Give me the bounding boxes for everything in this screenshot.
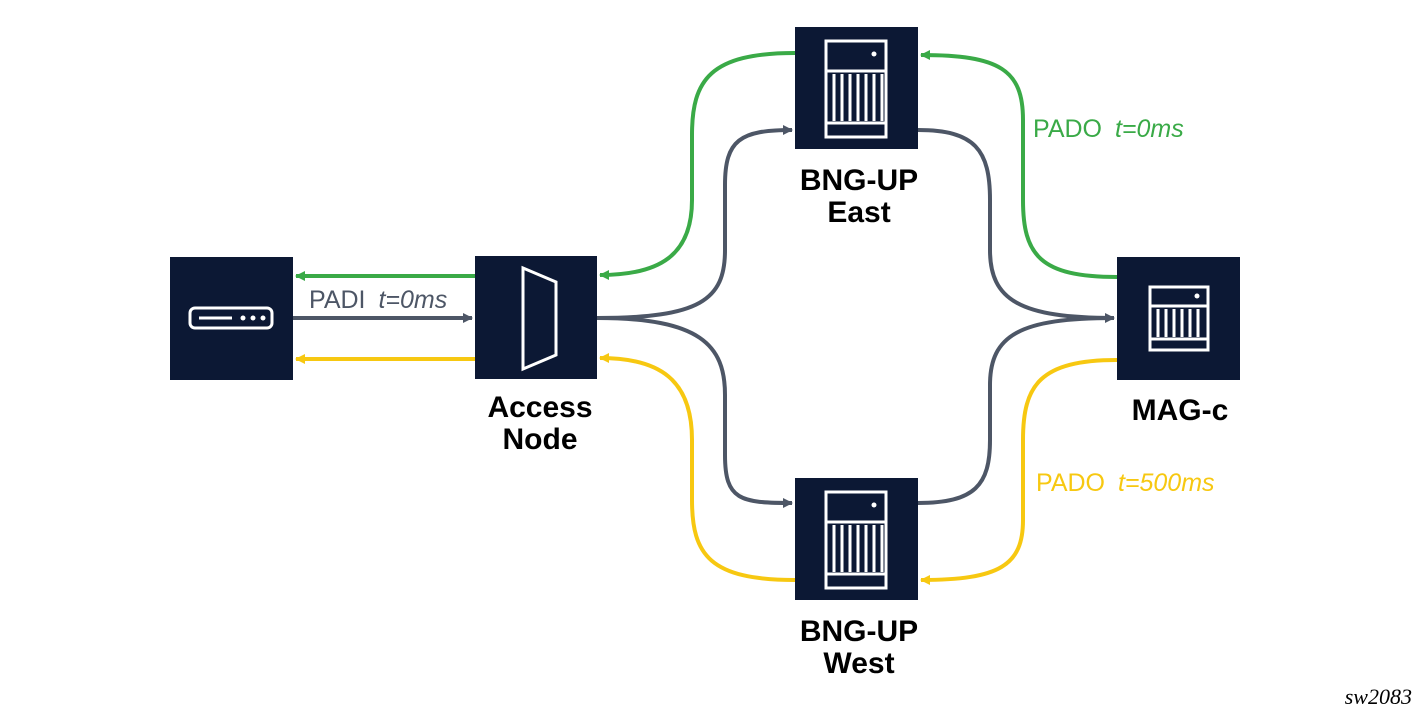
- edge-bng-east-to-access: [599, 51, 796, 280]
- pado-east-label: PADO t=0ms: [1033, 115, 1184, 143]
- bng-east-label-line2: East: [827, 196, 890, 229]
- bng-east-label-line1: BNG-UP: [800, 164, 918, 197]
- node-bng-up-east: [795, 27, 918, 149]
- bng-west-label-line1: BNG-UP: [800, 615, 918, 648]
- server-chassis-icon: [824, 39, 888, 139]
- padi-label: PADI t=0ms: [309, 286, 447, 314]
- bng-west-label-line2: West: [823, 647, 894, 680]
- pado-east-time: t=0ms: [1115, 115, 1184, 143]
- edge-access-to-bng-west: [596, 316, 793, 508]
- edge-mag-to-bng-west: [920, 358, 1118, 585]
- node-bng-up-west: [795, 478, 918, 600]
- server-chassis-icon: [1148, 285, 1210, 352]
- pado-west-time: t=500ms: [1118, 469, 1215, 497]
- node-cpe: [170, 257, 293, 380]
- pado-west-name: PADO: [1036, 469, 1105, 497]
- padi-time: t=0ms: [378, 286, 447, 314]
- pado-east-name: PADO: [1033, 115, 1102, 143]
- access-node-label-line2: Node: [503, 423, 578, 456]
- node-mag-c: [1117, 257, 1240, 380]
- edge-bng-west-to-mag: [917, 316, 1115, 505]
- edge-bng-east-to-mag: [917, 128, 1115, 323]
- figure-reference: sw2083: [1345, 684, 1412, 709]
- padi-name: PADI: [309, 286, 366, 314]
- edge-access-to-bng-east: [596, 125, 793, 320]
- server-chassis-icon: [824, 490, 888, 590]
- access-node-label-line1: Access: [487, 391, 592, 424]
- node-access-node: [475, 256, 597, 379]
- edge-mag-to-bng-east: [920, 50, 1118, 279]
- access-node-trapezoid-icon: [521, 265, 558, 372]
- pado-west-label: PADO t=500ms: [1036, 469, 1215, 497]
- cpe-router-icon: [188, 306, 274, 330]
- edge-bng-west-to-access: [599, 353, 796, 582]
- mag-c-label: MAG-c: [1132, 394, 1229, 427]
